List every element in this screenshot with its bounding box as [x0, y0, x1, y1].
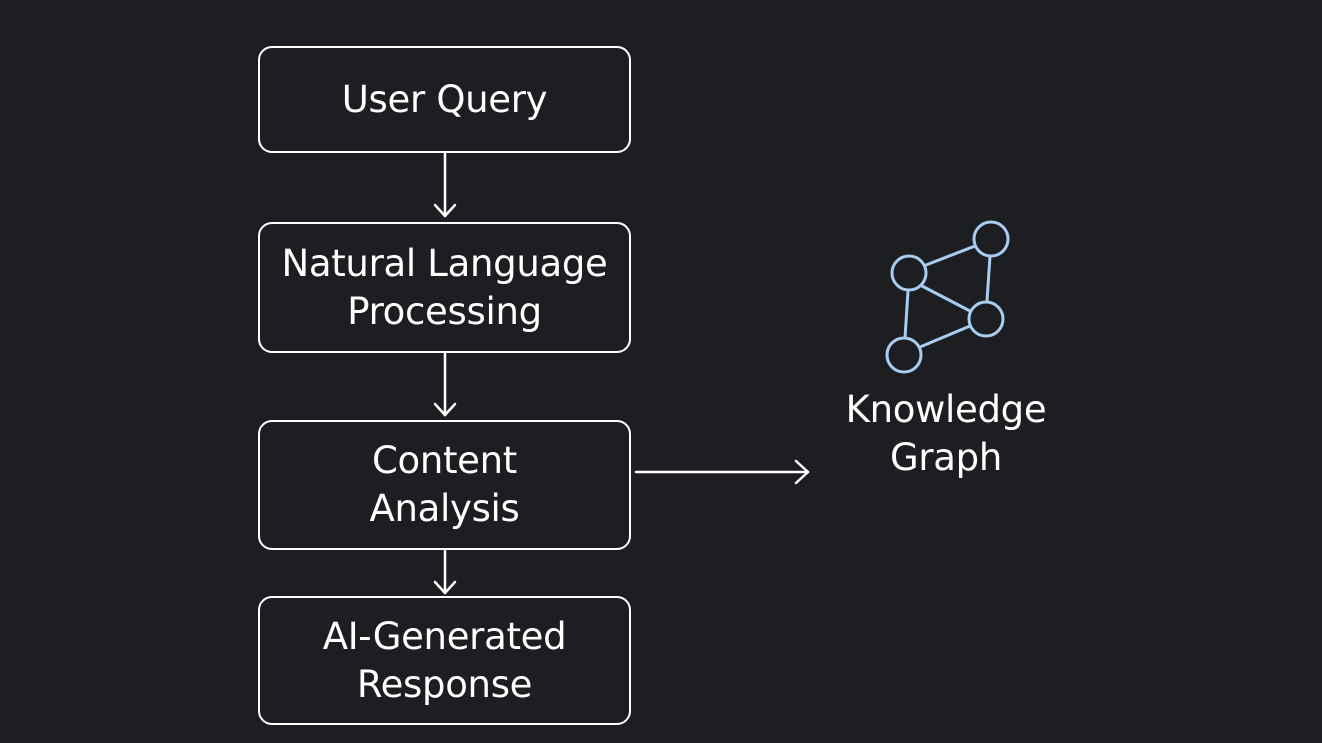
step-content-analysis-label: Content Analysis [369, 439, 520, 530]
step-user-query: User Query [258, 46, 631, 153]
step-user-query-label: User Query [341, 77, 548, 121]
knowledge-graph-icon [885, 220, 1010, 374]
arrow-nlp-to-content-analysis [433, 351, 457, 417]
knowledge-graph-label: Knowledge Graph [845, 388, 1047, 479]
step-ai-response-label: AI-Generated Response [322, 614, 567, 706]
arrow-content-analysis-to-knowledge-graph [634, 459, 810, 485]
arrow-content-analysis-to-response [433, 548, 457, 595]
arrow-user-query-to-nlp [433, 151, 457, 218]
step-natural-language-processing: Natural Language Processing [258, 222, 631, 353]
step-content-analysis: Content Analysis [258, 420, 631, 550]
step-nlp-label: Natural Language Processing [281, 241, 608, 333]
step-ai-generated-response: AI-Generated Response [258, 596, 631, 725]
